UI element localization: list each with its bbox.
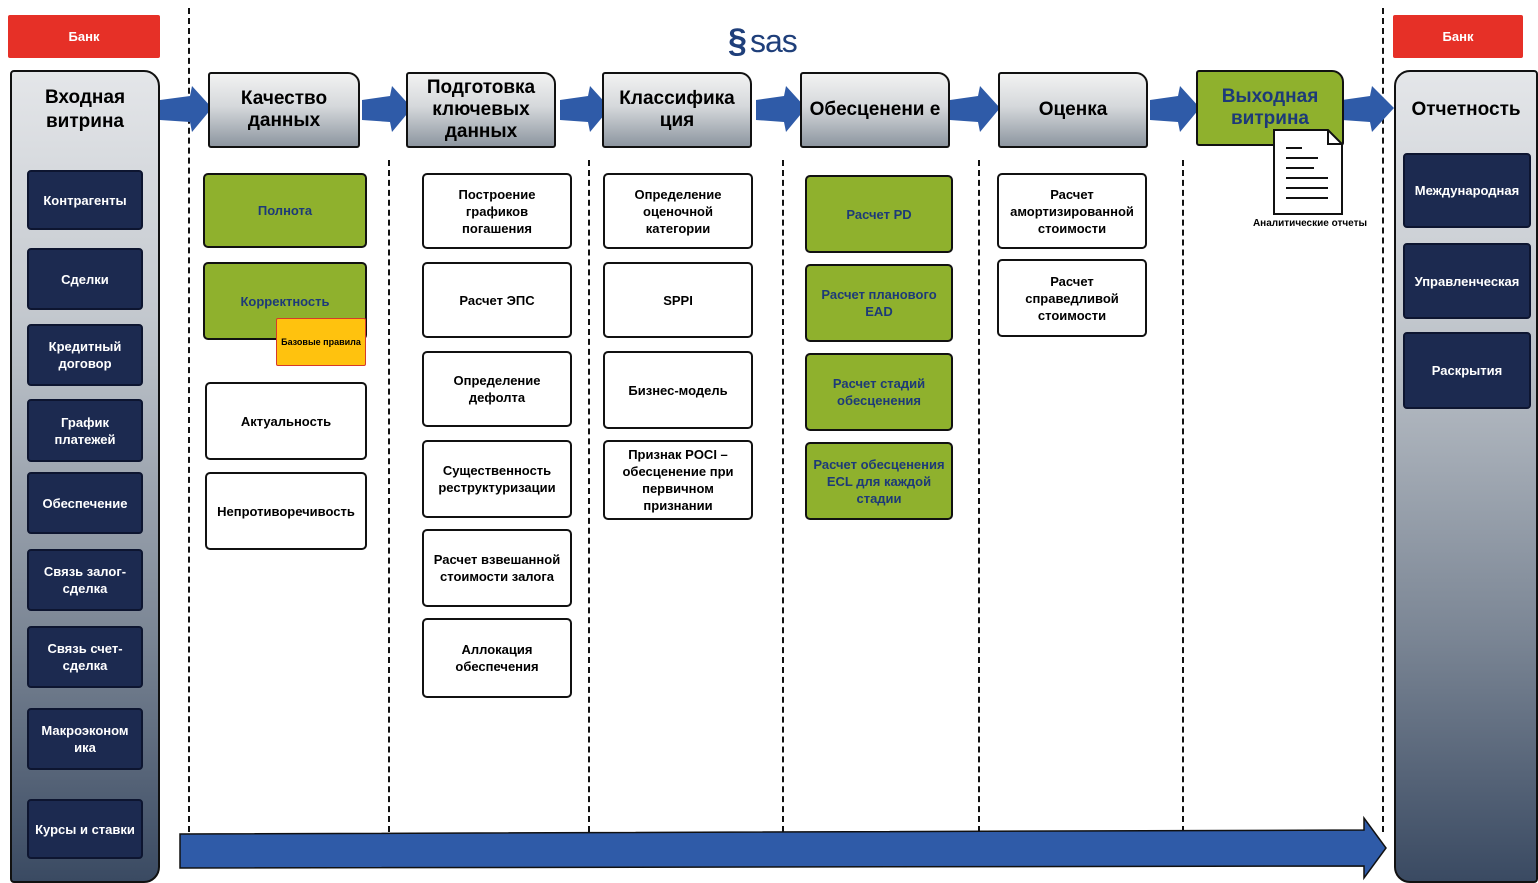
classification-item[interactable]: Признак POCI – обесценение при первичном… — [603, 440, 753, 520]
quality-note: Базовые правила — [276, 318, 366, 366]
panel-title: Входная витрина — [44, 87, 126, 132]
classification-item[interactable]: Определение оценочной категории — [603, 173, 753, 249]
flow-arrow — [1342, 86, 1394, 132]
input-item[interactable]: Макроэконом ика — [27, 708, 143, 770]
input-item[interactable]: Связь залог-сделка — [27, 549, 143, 611]
preparation-item[interactable]: Аллокация обеспечения — [422, 618, 572, 698]
preparation-item[interactable]: Расчет взвешанной стоимости залога — [422, 529, 572, 607]
input-item[interactable]: Кредитный договор — [27, 324, 143, 386]
quality-item[interactable]: Непротиворечивость — [205, 472, 367, 550]
separator — [588, 160, 590, 832]
separator — [1382, 8, 1384, 832]
stage-header-quality[interactable]: Качество данных — [208, 72, 360, 148]
timeline-arrow — [179, 815, 1387, 881]
impairment-item[interactable]: Расчет обесценения ECL для каждой стадии — [805, 442, 953, 520]
preparation-item[interactable]: Построение графиков погашения — [422, 173, 572, 249]
stage-header-valuation[interactable]: Оценка — [998, 72, 1148, 148]
stage-header-impairment[interactable]: Обесценени е — [800, 72, 950, 148]
flow-arrow — [1150, 86, 1200, 132]
panel-title: Отчетность — [1411, 99, 1521, 120]
logo-text: sas — [750, 23, 797, 59]
sas-logo: § sas — [728, 20, 828, 60]
svg-text:§: § — [728, 22, 746, 60]
impairment-item[interactable]: Расчет стадий обесценения — [805, 353, 953, 431]
separator — [388, 160, 390, 832]
bank-label-left: Банк — [8, 15, 160, 58]
sas-logo-mark: § sas — [728, 22, 798, 60]
flow-arrow — [950, 86, 1000, 132]
input-item[interactable]: Курсы и ставки — [27, 799, 143, 859]
valuation-item[interactable]: Расчет амортизированной стоимости — [997, 173, 1147, 249]
flow-arrow — [362, 86, 412, 132]
input-item[interactable]: Сделки — [27, 248, 143, 310]
quality-item[interactable]: Полнота — [203, 173, 367, 248]
reporting-item[interactable]: Раскрытия — [1403, 332, 1531, 409]
output-doc-label: Аналитические отчеты — [1252, 218, 1368, 229]
separator — [978, 160, 980, 832]
classification-item[interactable]: Бизнес-модель — [603, 351, 753, 429]
reporting-item[interactable]: Управленческая — [1403, 243, 1531, 319]
stage-header-preparation[interactable]: Подготовка ключевых данных — [406, 72, 556, 148]
flow-arrow — [560, 86, 610, 132]
separator — [782, 160, 784, 832]
preparation-item[interactable]: Определение дефолта — [422, 351, 572, 427]
preparation-item[interactable]: Расчет ЭПС — [422, 262, 572, 338]
separator — [188, 8, 190, 832]
impairment-item[interactable]: Расчет планового EAD — [805, 264, 953, 342]
bank-label-right: Банк — [1393, 15, 1523, 58]
quality-item[interactable]: Актуальность — [205, 382, 367, 460]
input-item[interactable]: Связь счет-сделка — [27, 626, 143, 688]
flow-arrow — [756, 86, 806, 132]
separator — [1182, 160, 1184, 832]
classification-item[interactable]: SPPI — [603, 262, 753, 338]
document-icon — [1273, 129, 1343, 215]
valuation-item[interactable]: Расчет справедливой стоимости — [997, 259, 1147, 337]
input-item[interactable]: График платежей — [27, 399, 143, 462]
impairment-item[interactable]: Расчет PD — [805, 175, 953, 253]
reporting-item[interactable]: Международная — [1403, 153, 1531, 228]
flow-arrow — [160, 86, 212, 132]
input-item[interactable]: Контрагенты — [27, 170, 143, 230]
input-item[interactable]: Обеспечение — [27, 472, 143, 534]
preparation-item[interactable]: Существенность реструктуризации — [422, 440, 572, 518]
stage-header-classification[interactable]: Классифика ция — [602, 72, 752, 148]
